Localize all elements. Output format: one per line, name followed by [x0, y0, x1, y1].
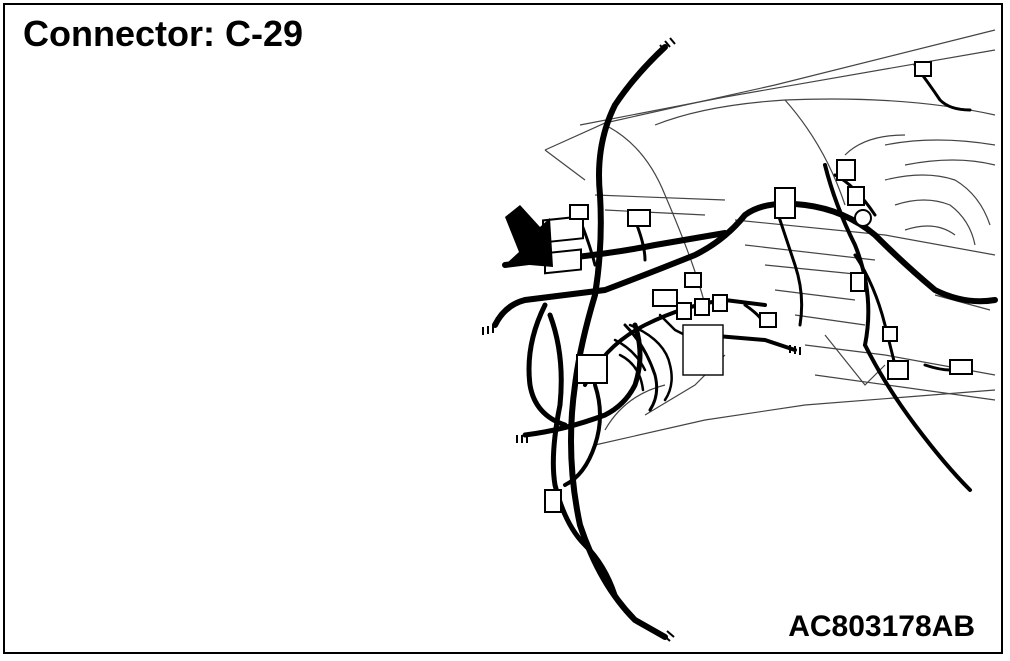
connector: [712, 294, 728, 312]
dashboard-outline: [544, 29, 996, 446]
connector: [949, 359, 973, 375]
connector: [684, 272, 702, 288]
connector: [882, 326, 898, 342]
diagram-title: Connector: C-29: [23, 13, 304, 54]
connector: [887, 360, 909, 380]
connector: [569, 204, 589, 220]
connector: [914, 61, 932, 77]
connector: [759, 312, 777, 328]
connector: [774, 187, 796, 219]
connector: [544, 489, 562, 513]
connector: [847, 186, 865, 206]
connector: [850, 272, 866, 292]
connector: [854, 209, 872, 227]
arrow-down-right-icon: [505, 205, 553, 267]
connector: [676, 302, 692, 320]
connector: [576, 354, 608, 384]
connector: [627, 209, 651, 227]
dashboard-wiring-illustration: [482, 29, 998, 642]
connector: [694, 298, 710, 316]
wire-ends: [482, 37, 801, 642]
figure-code: AC803178AB: [788, 610, 975, 643]
wiring-harness: [492, 44, 998, 640]
connector: [652, 289, 678, 307]
diagram-frame: Connector: C-29: [3, 3, 1003, 654]
connector: [682, 324, 724, 376]
connector: [836, 159, 856, 181]
connectors: [542, 61, 973, 513]
